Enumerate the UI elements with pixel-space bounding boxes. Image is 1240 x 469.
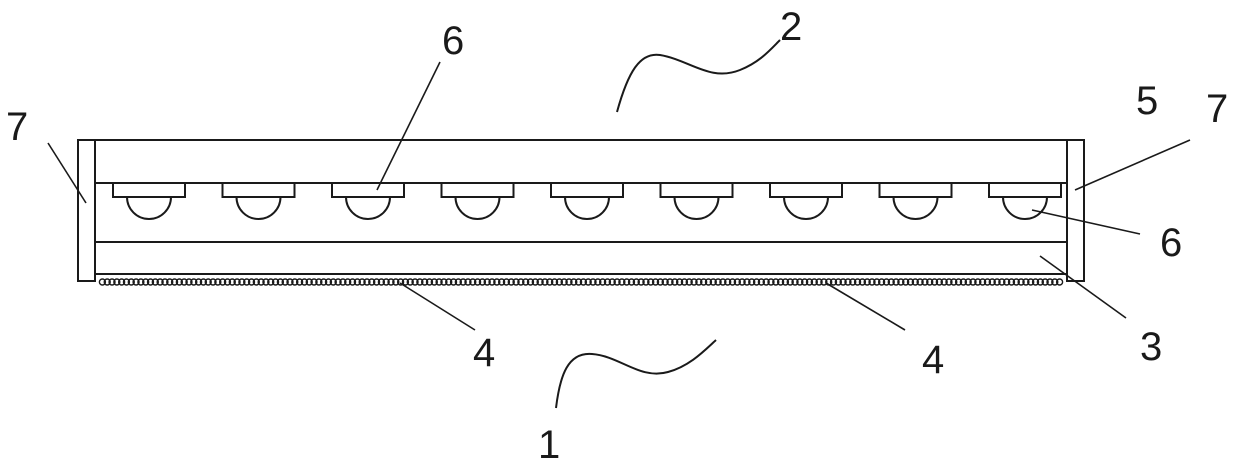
lens-mount <box>223 183 295 197</box>
lens-mount <box>113 183 185 197</box>
wave-indicator-bottom <box>556 340 716 408</box>
leader-4-right <box>826 283 905 330</box>
lens-dome <box>894 197 938 219</box>
leader-7-right <box>1075 140 1190 190</box>
lens-mount <box>770 183 842 197</box>
lens-dome <box>565 197 609 219</box>
lens-mount <box>551 183 623 197</box>
label-6-right: 6 <box>1160 221 1182 265</box>
lens-dome <box>456 197 500 219</box>
end-cap-right <box>1067 140 1084 281</box>
label-7-left: 7 <box>6 105 28 149</box>
lens-unit <box>880 183 952 219</box>
end-cap-left <box>78 140 95 281</box>
leader-4-left <box>400 283 475 330</box>
lens-mount <box>661 183 733 197</box>
lens-dome <box>675 197 719 219</box>
lens-unit <box>442 183 514 219</box>
lens-unit <box>332 183 404 219</box>
lens-dome <box>127 197 171 219</box>
lens-mount <box>442 183 514 197</box>
label-2: 2 <box>780 5 802 49</box>
lens-mount <box>332 183 404 197</box>
label-7-right: 7 <box>1206 87 1228 131</box>
lens-unit <box>770 183 842 219</box>
lens-mount <box>989 183 1061 197</box>
lens-units <box>113 183 1061 219</box>
lens-dome <box>1003 197 1047 219</box>
label-4-right: 4 <box>922 338 944 382</box>
leader-6-right <box>1032 210 1140 234</box>
lens-dome <box>784 197 828 219</box>
label-1: 1 <box>538 423 560 467</box>
leader-6-top <box>377 62 440 190</box>
label-5: 5 <box>1136 79 1158 123</box>
lens-mount <box>880 183 952 197</box>
lens-unit <box>113 183 185 219</box>
lens-dome <box>346 197 390 219</box>
lens-unit <box>551 183 623 219</box>
wave-indicator-top <box>617 40 780 112</box>
lens-unit <box>661 183 733 219</box>
bead-layer <box>99 279 1062 285</box>
label-4-left: 4 <box>473 331 495 375</box>
label-6-top: 6 <box>442 19 464 63</box>
lens-unit <box>223 183 295 219</box>
lens-dome <box>237 197 281 219</box>
label-3: 3 <box>1140 325 1162 369</box>
